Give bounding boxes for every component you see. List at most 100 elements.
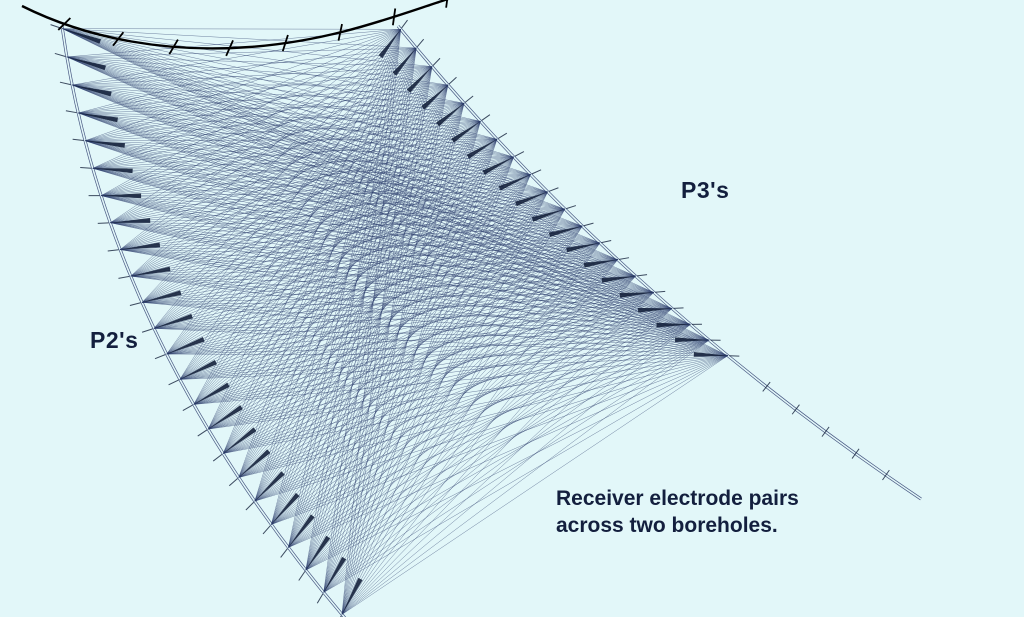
electrode-wedge bbox=[85, 140, 126, 148]
label-p2-electrodes: P2's bbox=[90, 327, 139, 353]
electrode-wedge bbox=[675, 337, 710, 343]
electrode-tick bbox=[141, 328, 153, 333]
electrode-wedge bbox=[66, 56, 106, 71]
electrode-tick bbox=[448, 76, 457, 85]
electrode-tick bbox=[465, 95, 474, 103]
electrode-tick bbox=[481, 114, 491, 121]
ground-surface-curve bbox=[21, 0, 449, 50]
borehole-tail-tick bbox=[821, 426, 830, 437]
electrode-wedge bbox=[62, 28, 102, 44]
electrode-tick bbox=[107, 249, 119, 252]
electrode-wedge bbox=[305, 535, 331, 571]
electrode-tick bbox=[416, 38, 425, 48]
surface-station-tick bbox=[112, 31, 125, 47]
caption-line-1: Receiver electrode pairs bbox=[556, 487, 799, 510]
surface-station-tick bbox=[281, 34, 289, 52]
electrode-wedge bbox=[323, 556, 347, 593]
electrode-wedge bbox=[482, 156, 514, 175]
electrode-tick bbox=[673, 307, 684, 309]
electrode-tick bbox=[566, 205, 577, 210]
electrode-wedge bbox=[693, 351, 728, 357]
electrode-wedge bbox=[583, 259, 618, 268]
electrode-tick bbox=[619, 257, 630, 260]
electrode-wedge bbox=[110, 218, 151, 223]
surface-station-tick bbox=[445, 0, 449, 8]
electrode-wedge bbox=[637, 307, 673, 313]
electrode-tick bbox=[168, 379, 179, 386]
borehole-lines bbox=[60, 25, 922, 617]
electrode-tick bbox=[50, 24, 62, 29]
borehole-tail-tick bbox=[851, 448, 860, 459]
surface-line bbox=[21, 0, 449, 57]
electrode-tick bbox=[118, 275, 130, 279]
caption-receiver-pairs: Receiver electrode pairs across two bore… bbox=[556, 485, 799, 540]
electrode-wedge bbox=[392, 48, 417, 76]
electrode-wedge bbox=[78, 112, 119, 123]
electrode-tick bbox=[80, 167, 92, 169]
electrode-wedge bbox=[179, 359, 217, 380]
electrode-tick bbox=[583, 222, 594, 227]
electrode-wedge bbox=[619, 292, 654, 298]
electrode-wedge bbox=[72, 85, 112, 97]
electrode-tick bbox=[154, 354, 166, 360]
electrode-ticks bbox=[50, 19, 890, 617]
electrode-tick bbox=[97, 222, 109, 224]
electrode-tick bbox=[212, 454, 223, 462]
electrode-wedge bbox=[451, 121, 481, 143]
borehole-tail-tick bbox=[791, 404, 800, 415]
electrode-wedge bbox=[223, 427, 257, 454]
surface-station-tick bbox=[337, 23, 343, 41]
electrode-wedge bbox=[421, 84, 448, 110]
electrode-wedge bbox=[92, 168, 133, 174]
electrode-wedge bbox=[548, 226, 583, 238]
electrode-tick bbox=[401, 19, 408, 29]
electrode-tick bbox=[548, 187, 559, 192]
electrode-tick bbox=[531, 169, 542, 175]
electrode-wedge bbox=[515, 191, 548, 207]
electrode-wedge bbox=[436, 103, 465, 127]
surface-station-tick bbox=[168, 39, 179, 55]
electrode-wedges bbox=[62, 28, 728, 615]
electrode-tick bbox=[637, 274, 648, 277]
electrode-tick bbox=[655, 290, 666, 293]
electrode-tick bbox=[65, 110, 77, 114]
electrode-wedge bbox=[498, 174, 531, 191]
right-borehole-line bbox=[396, 25, 922, 501]
electrode-wedge bbox=[193, 382, 230, 405]
electrode-tick bbox=[280, 548, 288, 558]
electrode-tick bbox=[245, 501, 255, 511]
electrode-wedge bbox=[341, 577, 363, 615]
electrode-wedge bbox=[566, 242, 600, 253]
electrode-wedge bbox=[130, 266, 171, 277]
electrode-tick bbox=[298, 571, 306, 581]
right-borehole-line-core bbox=[397, 25, 922, 500]
electrode-tick bbox=[514, 151, 525, 157]
electrode-tick bbox=[72, 138, 84, 142]
electrode-wedge bbox=[208, 405, 243, 430]
electrode-wedge bbox=[153, 313, 193, 329]
electrode-tick bbox=[129, 302, 141, 306]
electrode-wedge bbox=[271, 492, 300, 525]
electrode-wedge bbox=[531, 209, 565, 222]
surface-station-tick bbox=[225, 39, 234, 57]
electrode-tick bbox=[59, 81, 71, 86]
left-borehole-line-core bbox=[61, 25, 346, 617]
electrode-wedge bbox=[166, 337, 205, 355]
electrode-tick bbox=[182, 404, 193, 412]
electrode-wedge bbox=[656, 322, 691, 328]
electrode-wedge bbox=[101, 193, 142, 199]
electrode-wedge bbox=[238, 449, 271, 478]
electrode-tick bbox=[432, 57, 441, 66]
electrode-tick bbox=[228, 478, 238, 487]
electrode-tick bbox=[316, 593, 324, 604]
receiver-pair-rays bbox=[62, 28, 728, 615]
surface-station-tick bbox=[57, 17, 71, 31]
label-p3-electrodes: P3's bbox=[681, 177, 730, 203]
electrode-wedge bbox=[254, 471, 285, 502]
electrode-tick bbox=[197, 429, 208, 437]
electrode-wedge bbox=[601, 276, 636, 283]
electrode-tick bbox=[601, 240, 612, 244]
electrode-tick bbox=[498, 132, 508, 139]
